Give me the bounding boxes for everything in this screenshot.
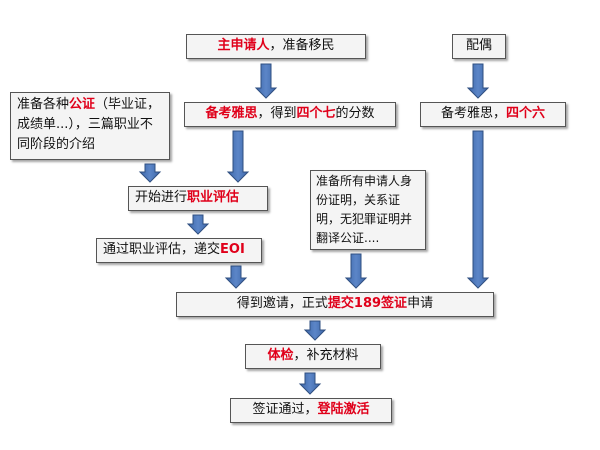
documents-box: 准备所有申请人身份证明，关系证明，无犯罪证明并翻译公证.... [310,170,426,250]
eoi-box: 通过职业评估，递交EOI [96,238,262,263]
eoi-pre: 通过职业评估，递交 [103,242,221,257]
spouse-ielts-box: 备考雅思，四个六 [420,102,566,127]
arrow-invitation-to-medical [303,320,327,341]
medical-highlight: 体检 [267,348,294,363]
ielts-box: 备考雅思，得到四个七的分数 [184,102,396,127]
arrow-certs-to-assessment [138,163,162,183]
main-applicant-text: ，准备移民 [269,38,335,53]
arrow-assessment-to-eoi [186,214,210,235]
invitation-pre: 得到邀请，正式 [236,296,328,311]
arrow-spouse-ielts-to-invitation [466,130,490,289]
ielts-post: 的分数 [335,106,375,121]
invitation-post: 申请 [407,296,434,311]
spouse-text: 配偶 [465,38,492,53]
certificates-highlight: 公证 [69,97,96,112]
arrow-documents-to-invitation [344,253,368,289]
certificates-post: （毕业证，成绩单...），三篇职业不同阶段的介绍 [17,97,161,152]
medical-box: 体检，补充材料 [245,344,381,369]
spouse-ielts-highlight: 四个六 [506,106,546,121]
visa-granted-box: 签证通过，登陆激活 [230,398,392,423]
visa-granted-highlight: 登陆激活 [317,402,370,417]
arrow-ielts-to-assessment [226,130,250,183]
arrow-eoi-to-invitation [224,265,248,289]
medical-post: ，补充材料 [293,348,359,363]
spouse-ielts-pre: 备考雅思， [440,106,506,121]
arrow-medical-to-visa [298,372,322,395]
assessment-pre: 开始进行 [135,190,188,205]
documents-text: 准备所有申请人身份证明，关系证明，无犯罪证明并翻译公证.... [316,174,413,245]
invitation-highlight: 提交189签证 [327,296,408,311]
arrow-applicant-to-ielts [254,63,278,99]
main-applicant-box: 主申请人，准备移民 [186,34,366,59]
certificates-pre: 准备各种 [17,97,70,112]
assessment-box: 开始进行职业评估 [128,186,268,211]
eoi-highlight: EOI [220,242,245,257]
ielts-mid: ，得到 [257,106,297,121]
ielts-highlight-2: 四个七 [296,106,336,121]
certificates-box: 准备各种公证（毕业证，成绩单...），三篇职业不同阶段的介绍 [10,92,170,160]
arrow-spouse-to-spouse-ielts [466,63,490,99]
visa-granted-pre: 签证通过， [252,402,318,417]
main-applicant-highlight: 主申请人 [217,38,270,53]
ielts-highlight-1: 备考雅思 [205,106,258,121]
invitation-box: 得到邀请，正式提交189签证申请 [176,292,494,317]
spouse-box: 配偶 [452,34,506,59]
assessment-highlight: 职业评估 [187,190,240,205]
